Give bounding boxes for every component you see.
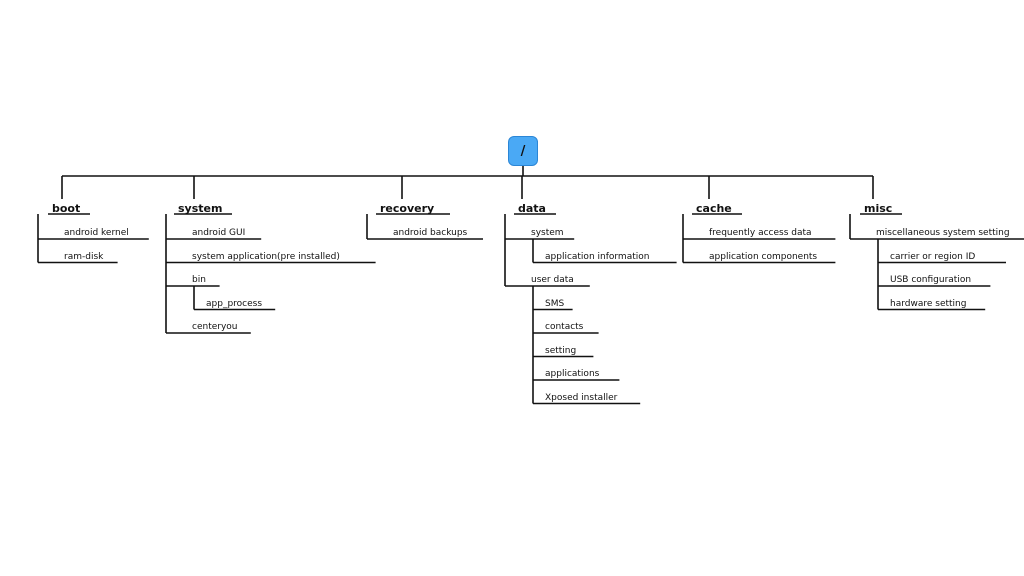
tree-item: centeryou xyxy=(192,322,238,332)
tree-item: bin xyxy=(192,275,206,285)
dir-label-cache: cache xyxy=(696,202,732,215)
tree-item: hardware setting xyxy=(890,298,967,309)
tree-item: contacts xyxy=(545,322,584,332)
dir-label-system: system xyxy=(178,202,223,215)
tree-item: app_process xyxy=(206,298,263,309)
dir-label-misc: misc xyxy=(864,202,893,215)
dir-label-data: data xyxy=(518,202,546,215)
tree-item: SMS xyxy=(545,298,565,309)
tree-item: miscellaneous system setting xyxy=(876,228,1010,238)
tree-item: carrier or region ID xyxy=(890,251,976,262)
tree-item: application information xyxy=(545,251,650,262)
root-node: / xyxy=(508,136,538,166)
tree-item: android backups xyxy=(393,228,468,238)
tree-item: frequently access data xyxy=(709,228,812,238)
dir-label-boot: boot xyxy=(52,202,81,215)
root-label: / xyxy=(520,143,526,159)
dir-label-recovery: recovery xyxy=(380,202,435,215)
tree-item: Xposed installer xyxy=(545,392,618,403)
tree-item: system xyxy=(531,228,564,238)
tree-item: android kernel xyxy=(64,228,129,238)
tree-item: ram-disk xyxy=(64,251,104,262)
tree-item: user data xyxy=(531,275,574,285)
tree-item: system application(pre installed) xyxy=(192,251,340,262)
tree-item: application components xyxy=(709,251,818,262)
tree-item: applications xyxy=(545,369,600,379)
tree-item: setting xyxy=(545,345,577,356)
tree-item: android GUI xyxy=(192,228,246,238)
tree-item: USB configuration xyxy=(890,275,972,285)
